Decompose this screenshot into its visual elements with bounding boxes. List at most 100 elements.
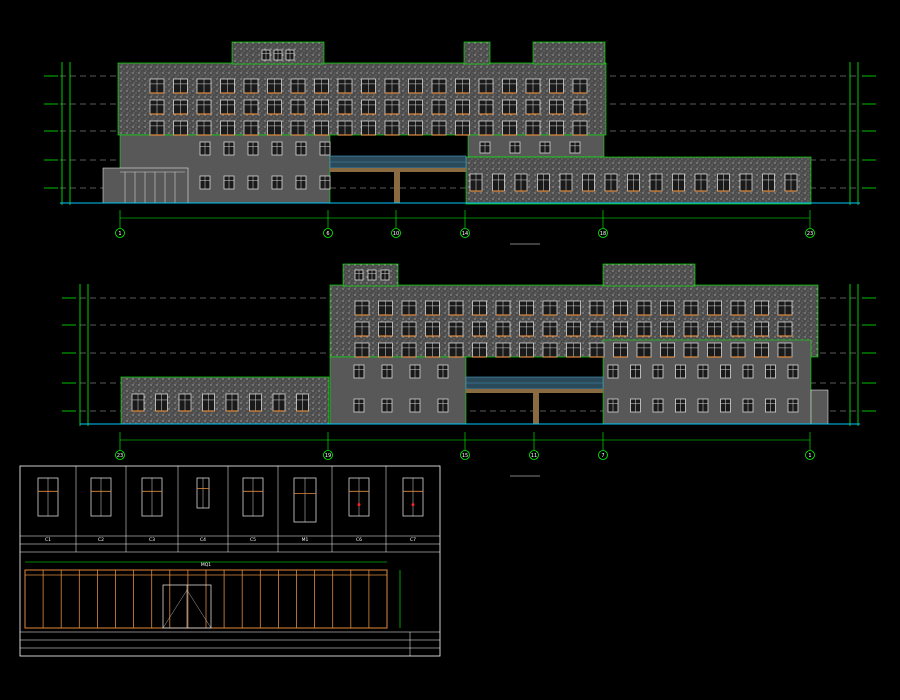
axis-marker: 6 bbox=[323, 228, 333, 238]
window bbox=[381, 364, 393, 379]
schedule-window-code: C1 bbox=[45, 537, 51, 543]
axis-circle bbox=[529, 450, 539, 460]
window bbox=[582, 173, 595, 192]
window bbox=[720, 364, 731, 379]
window bbox=[173, 120, 188, 136]
axis-label: 23 bbox=[807, 231, 813, 237]
window bbox=[455, 78, 470, 94]
window bbox=[155, 393, 168, 412]
axis-marker: 23 bbox=[115, 450, 125, 460]
window bbox=[199, 175, 211, 190]
window bbox=[707, 321, 722, 337]
window bbox=[519, 342, 534, 358]
schedule-window-code: C2 bbox=[98, 537, 104, 543]
axis-circle bbox=[598, 228, 608, 238]
axis-circle bbox=[598, 450, 608, 460]
window bbox=[672, 173, 685, 192]
axis-circle bbox=[460, 450, 470, 460]
window bbox=[314, 99, 329, 115]
window bbox=[472, 321, 487, 337]
window bbox=[149, 99, 165, 115]
window bbox=[378, 300, 393, 316]
window bbox=[290, 120, 306, 136]
window bbox=[589, 321, 605, 337]
schedule-window: C3 bbox=[141, 477, 163, 543]
window bbox=[408, 78, 423, 94]
axis-circle bbox=[115, 450, 125, 460]
window bbox=[319, 141, 331, 156]
window bbox=[178, 393, 192, 412]
window bbox=[683, 321, 699, 337]
axis-marker: 1 bbox=[805, 450, 815, 460]
window bbox=[613, 300, 628, 316]
window bbox=[361, 78, 376, 94]
window bbox=[196, 120, 212, 136]
window bbox=[787, 398, 799, 413]
elevation-2-lower-right-annex bbox=[810, 389, 829, 425]
window bbox=[559, 173, 573, 192]
window bbox=[542, 321, 558, 337]
window bbox=[469, 173, 483, 192]
window bbox=[777, 321, 793, 337]
window bbox=[425, 300, 440, 316]
window bbox=[243, 120, 259, 136]
schedule-window-code: C7 bbox=[410, 537, 416, 543]
elevation-1-right-level-markers bbox=[849, 62, 876, 205]
axis-label: 18 bbox=[600, 231, 606, 237]
axis-label: 6 bbox=[326, 231, 329, 237]
axis-circle bbox=[805, 228, 815, 238]
window bbox=[514, 173, 528, 192]
window bbox=[455, 120, 470, 136]
window bbox=[525, 120, 541, 136]
window bbox=[754, 300, 769, 316]
schedule-window-code: C6 bbox=[356, 537, 362, 543]
window bbox=[314, 120, 329, 136]
axis-label: 15 bbox=[462, 453, 468, 459]
window bbox=[519, 321, 534, 337]
window bbox=[149, 78, 165, 94]
window bbox=[149, 120, 165, 136]
window bbox=[636, 300, 652, 316]
window bbox=[401, 300, 417, 316]
elevation-1-lobby-block bbox=[102, 167, 189, 204]
window bbox=[707, 300, 722, 316]
axis-marker: 11 bbox=[529, 450, 539, 460]
elevation-1-left-level-markers bbox=[44, 62, 71, 205]
axis-circle bbox=[460, 228, 470, 238]
window bbox=[717, 173, 730, 192]
window bbox=[354, 321, 370, 337]
schedule-window-code: M1 bbox=[302, 537, 309, 543]
axis-label: 11 bbox=[531, 453, 537, 459]
axis-marker: 23 bbox=[805, 228, 815, 238]
window bbox=[295, 141, 307, 156]
window bbox=[765, 398, 776, 413]
window bbox=[367, 269, 377, 281]
window bbox=[627, 173, 640, 192]
window bbox=[697, 398, 709, 413]
window bbox=[649, 173, 663, 192]
axis-marker: 18 bbox=[598, 228, 608, 238]
window bbox=[607, 364, 619, 379]
schedule-column-dividers bbox=[75, 466, 387, 552]
schedule-window: C5 bbox=[242, 477, 264, 543]
window bbox=[354, 300, 370, 316]
axis-marker: 7 bbox=[598, 450, 608, 460]
window bbox=[380, 269, 390, 281]
axis-circle bbox=[323, 450, 333, 460]
window bbox=[660, 342, 675, 358]
window bbox=[296, 393, 309, 412]
schedule-window: C1 bbox=[37, 477, 59, 543]
window bbox=[273, 49, 283, 61]
window bbox=[409, 364, 421, 379]
elevation-1-lobby-glazing bbox=[120, 171, 185, 203]
window bbox=[683, 300, 699, 316]
window bbox=[272, 393, 286, 412]
curtain-wall-elevation: MQ1 bbox=[24, 562, 388, 629]
window bbox=[589, 342, 605, 358]
window bbox=[361, 99, 376, 115]
window bbox=[220, 78, 235, 94]
axis-label: 14 bbox=[462, 231, 468, 237]
window bbox=[173, 78, 188, 94]
